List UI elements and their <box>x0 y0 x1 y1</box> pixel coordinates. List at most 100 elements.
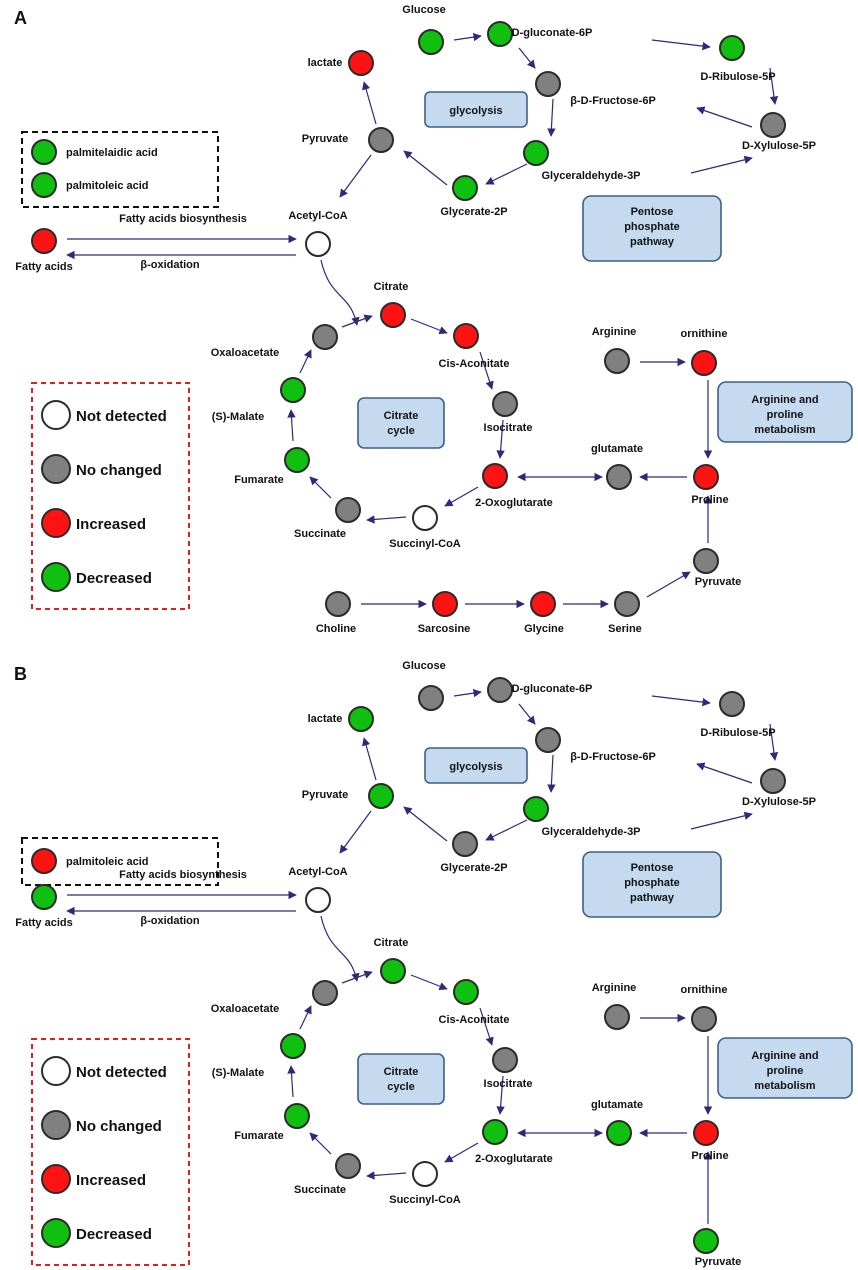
fatty-biosynthesis-label: Fatty acids biosynthesis <box>119 213 247 225</box>
metabolite-label-pyruvate2: Pyruvate <box>695 1256 741 1268</box>
metabolite-node-arginine <box>604 348 630 374</box>
citrate-cycle-label: cycle <box>387 425 415 437</box>
metabolite-label-dxylulose: D-Xylulose-5P <box>742 796 816 808</box>
metabolite-label-citrate: Citrate <box>374 937 409 949</box>
legend-swatch <box>41 1218 71 1248</box>
reaction-arrow <box>496 1075 505 1115</box>
legend-swatch <box>41 454 71 484</box>
panel-b: BglycolysisPentosephosphatepathwayCitrat… <box>14 660 853 1268</box>
pentose-phosphate-box <box>582 851 722 918</box>
metabolite-node-citrate <box>380 302 406 328</box>
reaction-arrow <box>287 409 296 442</box>
pentose-phosphate-label: phosphate <box>624 221 680 233</box>
metabolite-label-malate: (S)-Malate <box>212 1067 265 1079</box>
metabolite-node-citrate <box>380 958 406 984</box>
reaction-arrow <box>320 259 360 326</box>
metabolite-node-glycerate <box>452 175 478 201</box>
pentose-phosphate-label: pathway <box>630 892 675 904</box>
reaction-arrow <box>496 419 505 459</box>
reaction-arrow <box>362 81 377 125</box>
reaction-arrow <box>403 806 448 842</box>
metabolite-node-succcoa <box>412 505 438 531</box>
metabolite-label-succcoa: Succinyl-CoA <box>389 538 461 550</box>
fatty-acid-node <box>31 848 57 874</box>
metabolite-label-glycerate: Glycerate-2P <box>440 206 507 218</box>
arginine-proline-label: Arginine and <box>751 1050 818 1062</box>
metabolite-label-fattyacids: Fatty acids <box>15 917 72 929</box>
metabolite-label-choline: Choline <box>316 623 356 635</box>
metabolite-node-oxalo <box>312 324 338 350</box>
legend-box <box>31 1038 190 1266</box>
metabolite-label-oxoglut: 2-Oxoglutarate <box>475 497 553 509</box>
metabolite-label-glutamate: glutamate <box>591 1099 643 1111</box>
fatty-acid-label: palmitelaidic acid <box>66 147 158 159</box>
metabolite-label-acetylcoa: Acetyl-CoA <box>288 210 347 222</box>
metabolite-node-dxylulose <box>760 112 786 138</box>
reaction-arrow <box>547 754 556 793</box>
metabolite-label-glycerate: Glycerate-2P <box>440 862 507 874</box>
citrate-cycle-label: cycle <box>387 1081 415 1093</box>
metabolite-label-dgluconate: D-gluconate-6P <box>512 27 593 39</box>
citrate-cycle-label: Citrate <box>384 1066 419 1078</box>
fatty-biosynthesis-label: Fatty acids biosynthesis <box>119 869 247 881</box>
reaction-arrow <box>696 762 753 784</box>
metabolite-node-fructose <box>535 71 561 97</box>
metabolite-label-sarcosine: Sarcosine <box>418 623 471 635</box>
metabolite-node-glucose <box>418 685 444 711</box>
reaction-arrow <box>320 915 360 982</box>
metabolite-label-cisacon: Cis-Aconitate <box>439 358 510 370</box>
metabolite-label-fructose: β-D-Fructose-6P <box>570 751 656 763</box>
metabolite-node-succinate <box>335 497 361 523</box>
arginine-proline-label: proline <box>767 1065 804 1077</box>
metabolite-node-dgluconate <box>487 677 513 703</box>
legend-label: No changed <box>76 462 162 479</box>
metabolite-label-succcoa: Succinyl-CoA <box>389 1194 461 1206</box>
reaction-arrow <box>769 67 779 105</box>
metabolite-node-fructose <box>535 727 561 753</box>
metabolite-label-oxalo: Oxaloacetate <box>211 1003 279 1015</box>
reaction-arrow <box>547 98 556 137</box>
reaction-arrow <box>651 695 711 707</box>
fatty-acid-node <box>31 172 57 198</box>
metabolite-node-serine <box>614 591 640 617</box>
metabolite-label-succinate: Succinate <box>294 1184 346 1196</box>
legend-swatch <box>41 508 71 538</box>
metabolite-label-fumarate: Fumarate <box>234 474 284 486</box>
metabolite-node-succinate <box>335 1153 361 1179</box>
fatty-acid-node <box>31 139 57 165</box>
beta-oxidation-label: β-oxidation <box>140 259 200 271</box>
legend-swatch <box>41 1056 71 1086</box>
fatty-acid-box <box>21 837 219 886</box>
legend-swatch <box>41 400 71 430</box>
panel-a: AglycolysisPentosephosphatepathwayCitrat… <box>14 4 853 635</box>
metabolite-label-g3p: Glyceraldehyde-3P <box>541 170 640 182</box>
reaction-arrow <box>339 810 372 854</box>
reaction-arrow <box>518 703 536 725</box>
legend-label: Increased <box>76 1172 146 1189</box>
legend-label: Decreased <box>76 1226 152 1243</box>
metabolite-node-g3p <box>523 140 549 166</box>
metabolite-label-glucose: Glucose <box>402 660 445 672</box>
metabolite-node-fattyacids <box>31 884 57 910</box>
metabolite-node-pyruvate2 <box>693 1228 719 1254</box>
reaction-arrow <box>485 819 528 841</box>
metabolite-node-pyruvate2 <box>693 548 719 574</box>
metabolite-node-dxylulose <box>760 768 786 794</box>
reaction-arrow <box>366 515 407 524</box>
legend-swatch <box>41 1164 71 1194</box>
metabolite-node-isocitrate <box>492 391 518 417</box>
metabolite-node-fumarate <box>284 1103 310 1129</box>
pentose-phosphate-box <box>582 195 722 262</box>
metabolite-label-malate: (S)-Malate <box>212 411 265 423</box>
reaction-arrow <box>646 571 691 598</box>
metabolite-node-fattyacids <box>31 228 57 254</box>
reaction-arrow <box>410 974 448 991</box>
reaction-arrow <box>444 486 479 507</box>
pentose-phosphate-label: Pentose <box>631 862 674 874</box>
reaction-arrow <box>309 1132 332 1155</box>
reaction-arrow <box>479 1007 494 1046</box>
metabolite-node-dribulose <box>719 35 745 61</box>
reaction-arrow <box>769 723 779 761</box>
reaction-arrow <box>309 476 332 499</box>
pentose-phosphate-label: pathway <box>630 236 675 248</box>
